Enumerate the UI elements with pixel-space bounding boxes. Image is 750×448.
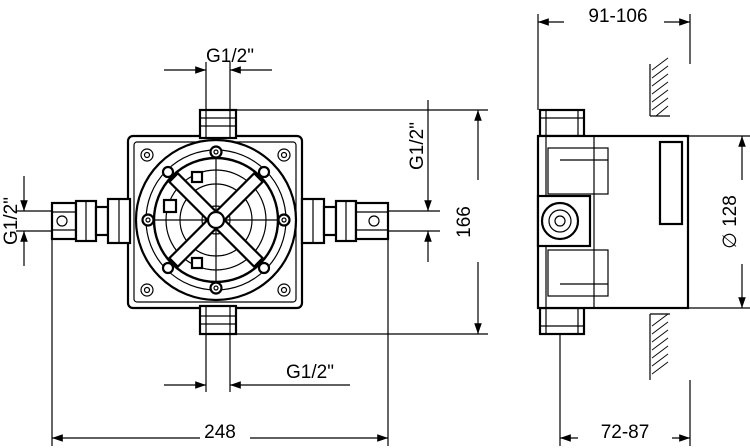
overall-width-label: 248 <box>204 422 236 443</box>
side-port <box>540 201 580 241</box>
valve-body <box>134 138 298 302</box>
wall-hatch-top <box>649 57 670 117</box>
top-thread-label: G1/2" <box>206 46 254 67</box>
side-depth-bottom-label: 72-87 <box>601 422 650 443</box>
front-view <box>50 108 390 336</box>
side-bottom-fitting <box>538 306 586 336</box>
body-screws <box>141 145 291 295</box>
plate-screw-holes <box>140 148 291 297</box>
right-thread-label: G1/2" <box>407 122 428 170</box>
front-view-dimensions: G1/2" G1/2" G1/2" G1/2" 166 248 <box>1 46 488 446</box>
side-view <box>536 57 690 380</box>
side-view-dimensions: 91-106 72-87 ∅ 128 <box>537 6 750 446</box>
overall-height-label: 166 <box>454 206 475 238</box>
side-depth-top-label: 91-106 <box>588 6 647 27</box>
left-inlet-fitting <box>50 197 132 245</box>
right-inlet-fitting <box>300 197 390 245</box>
wall-hatch-bottom <box>649 313 670 380</box>
bottom-outlet-fitting <box>198 304 238 336</box>
bottom-thread-label: G1/2" <box>286 362 334 383</box>
top-outlet-fitting <box>198 108 238 140</box>
left-thread-label: G1/2" <box>1 197 22 245</box>
diameter-label: ∅ 128 <box>720 195 741 249</box>
